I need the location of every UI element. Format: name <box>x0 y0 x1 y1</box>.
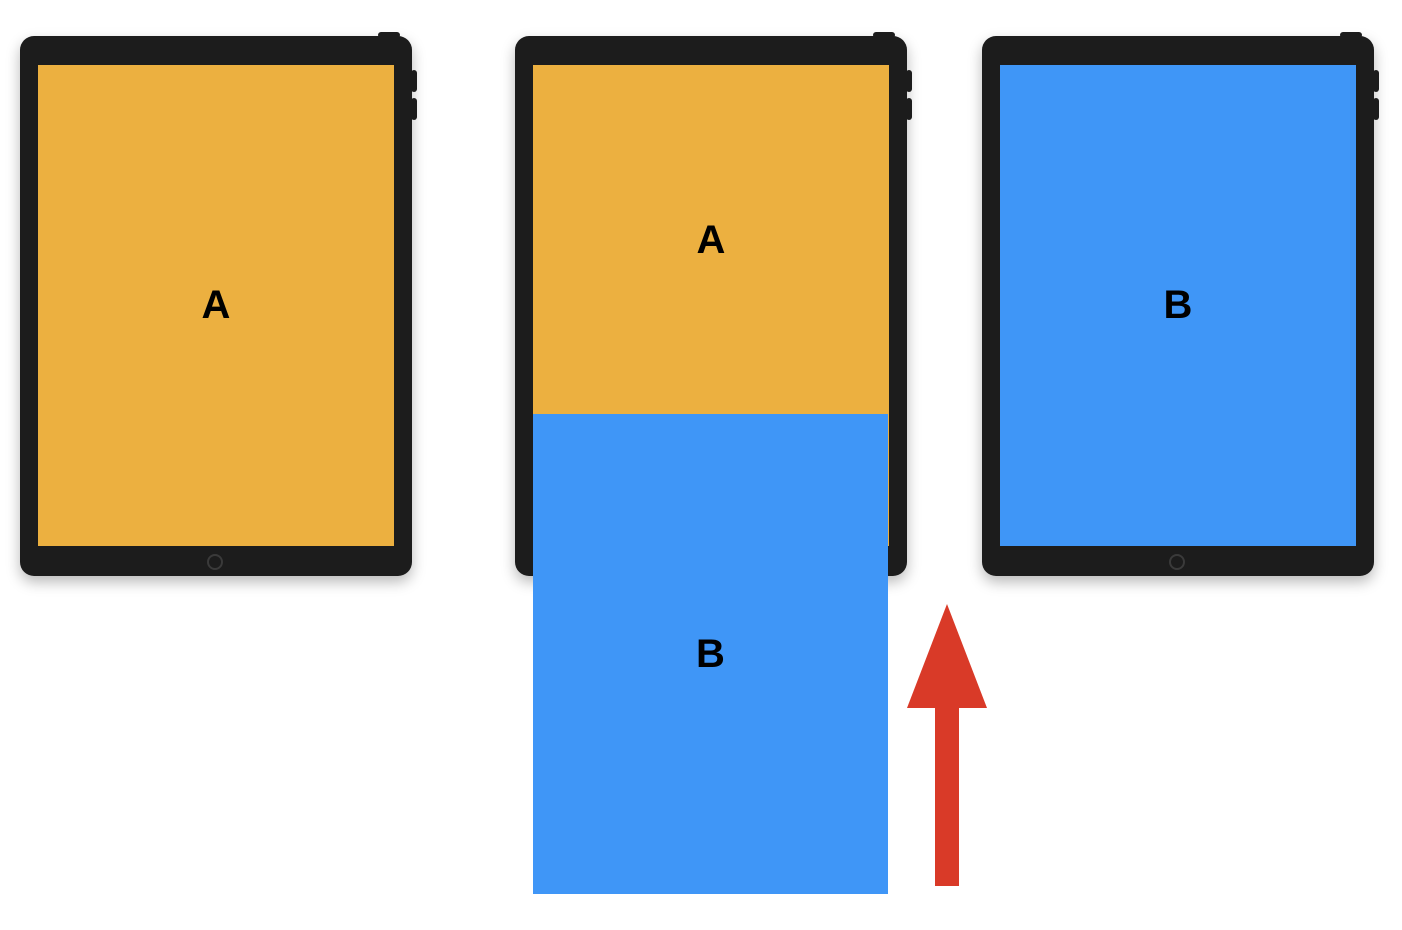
home-button-icon <box>1169 554 1185 570</box>
tablet-left: A <box>20 32 417 576</box>
volume-up-button <box>411 70 417 92</box>
incoming-screen-b: B <box>533 414 888 894</box>
screen-b: B <box>1000 65 1356 546</box>
screen-label-a: A <box>201 283 231 327</box>
tablet-right: B <box>982 32 1379 576</box>
power-button <box>873 32 895 38</box>
screen-label-b: B <box>696 631 725 676</box>
screen-label-b: B <box>1163 283 1193 327</box>
screen-label-a: A <box>696 217 726 262</box>
volume-down-button <box>1373 98 1379 120</box>
screen-a-top-label-area: A <box>533 65 889 415</box>
volume-down-button <box>411 98 417 120</box>
power-button <box>378 32 400 38</box>
screen-a: A <box>38 65 394 546</box>
home-button-icon <box>207 554 223 570</box>
volume-up-button <box>906 70 912 92</box>
volume-up-button <box>1373 70 1379 92</box>
power-button <box>1340 32 1362 38</box>
volume-down-button <box>906 98 912 120</box>
